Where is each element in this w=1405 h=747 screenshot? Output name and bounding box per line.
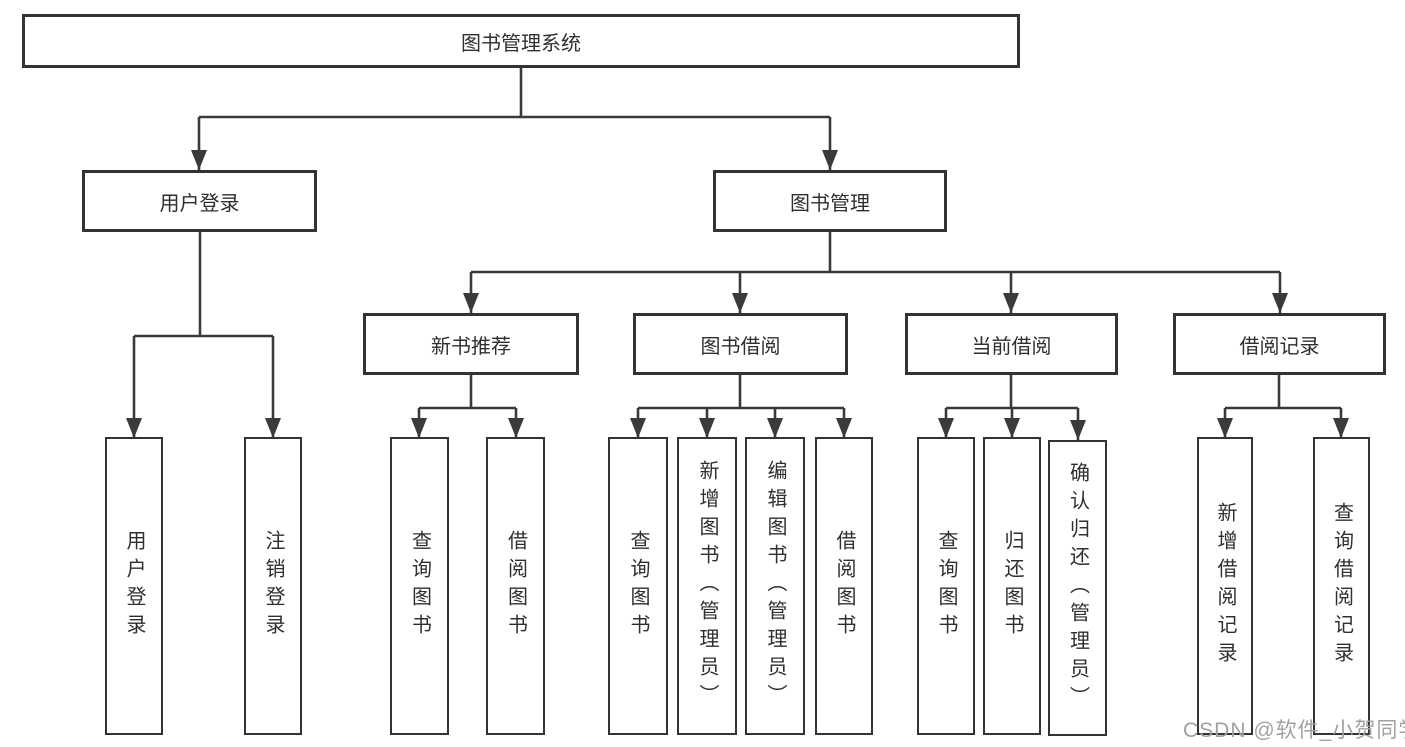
node-add-borrow-record: 新增借阅记录 — [1197, 437, 1253, 735]
node-query-books-borrowing: 查询图书 — [608, 437, 668, 735]
edge-borrowing-records-to-leaves — [1217, 375, 1349, 438]
node-label: 归还图书 — [1001, 530, 1023, 642]
node-user-login: 用户登录 — [82, 170, 317, 232]
node-label: 查询借阅记录 — [1330, 502, 1353, 670]
node-label: 借阅图书 — [833, 530, 855, 642]
node-confirm-return-admin: 确认归还（管理员） — [1048, 440, 1107, 736]
node-label: 查询图书 — [408, 530, 431, 642]
node-logout-leaf: 注销登录 — [244, 437, 302, 735]
node-query-borrow-record: 查询借阅记录 — [1313, 437, 1370, 735]
edge-current-borrowing-to-leaves — [938, 375, 1086, 440]
node-new-book-recommendation: 新书推荐 — [363, 313, 579, 375]
node-add-books-admin: 新增图书（管理员） — [677, 437, 737, 735]
node-borrow-books: 借阅图书 — [815, 437, 873, 735]
node-query-books-current: 查询图书 — [917, 437, 975, 735]
node-borrowing-records: 借阅记录 — [1173, 313, 1386, 375]
node-user-login-leaf: 用户登录 — [105, 437, 163, 735]
edge-root-to-level2 — [191, 68, 838, 170]
node-edit-books-admin: 编辑图书（管理员） — [745, 437, 805, 735]
edge-book-management-to-groups — [463, 232, 1288, 313]
node-label: 新增图书（管理员） — [696, 460, 718, 712]
csdn-watermark: CSDN @软件_小贺同学 — [1183, 719, 1405, 742]
node-borrow-books-recommend: 借阅图书 — [486, 437, 545, 735]
edge-user-login-to-leaves — [126, 232, 281, 438]
node-current-borrowing: 当前借阅 — [905, 313, 1118, 375]
node-label: 注销登录 — [262, 530, 284, 642]
node-book-management: 图书管理 — [713, 170, 947, 232]
node-label: 确认归还（管理员） — [1066, 462, 1089, 714]
edge-new-book-recommendation-to-leaves — [411, 375, 524, 438]
edge-book-borrowing-to-leaves — [630, 375, 852, 438]
node-label: 借阅图书 — [504, 530, 527, 642]
node-return-books: 归还图书 — [983, 437, 1041, 735]
node-book-borrowing: 图书借阅 — [633, 313, 848, 375]
node-label: 查询图书 — [935, 530, 957, 642]
node-label: 编辑图书（管理员） — [764, 460, 786, 712]
node-query-books-recommend: 查询图书 — [390, 437, 449, 735]
node-label: 查询图书 — [627, 530, 649, 642]
node-library-management-system: 图书管理系统 — [22, 14, 1020, 68]
node-label: 新增借阅记录 — [1214, 502, 1236, 670]
node-label: 用户登录 — [123, 530, 145, 642]
